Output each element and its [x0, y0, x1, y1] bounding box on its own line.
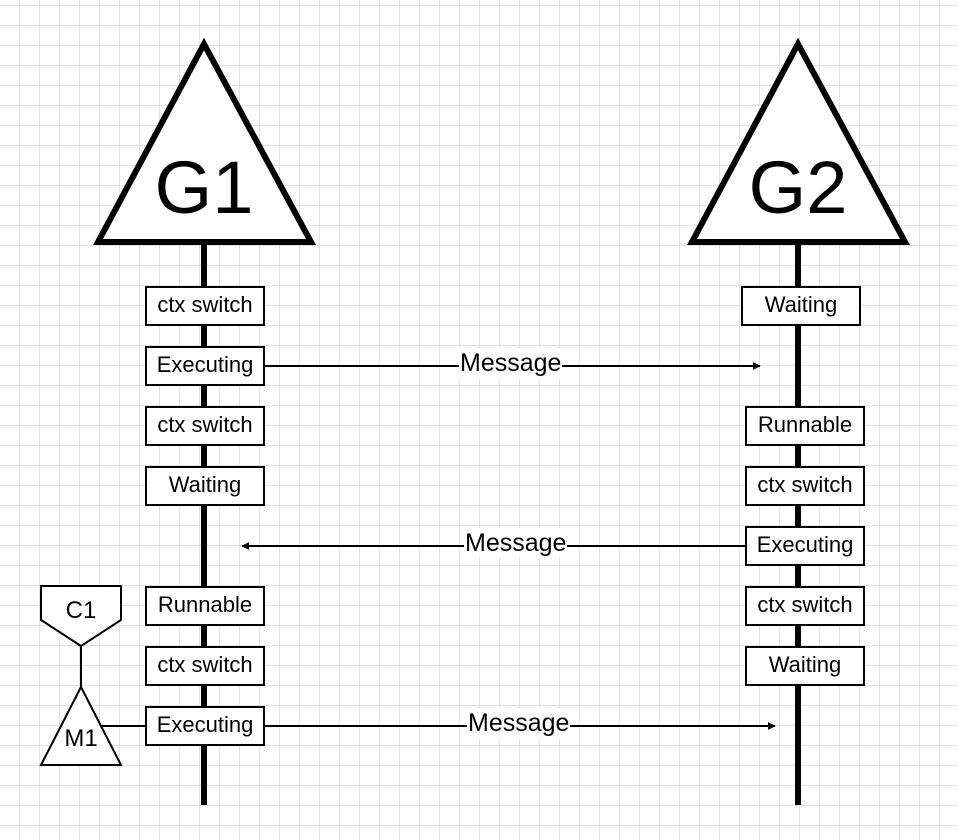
g1-state-box: Runnable: [145, 586, 265, 626]
m1-label: M1: [64, 725, 98, 752]
g1-state-box: ctx switch: [145, 286, 265, 326]
g2-lifeline: [795, 238, 801, 805]
g1-head-triangle: [92, 37, 317, 245]
g2-label: G2: [748, 146, 848, 229]
message-label: Message: [459, 348, 563, 378]
g1-state-box: Executing: [145, 706, 265, 746]
g2-state-box: ctx switch: [745, 466, 865, 506]
g2-head-triangle: [686, 37, 911, 245]
g2-state-box: Runnable: [745, 406, 865, 446]
g1-lifeline: [201, 238, 207, 805]
g2-state-box: Waiting: [745, 646, 865, 686]
g1-state-box: ctx switch: [145, 406, 265, 446]
g1-state-box: ctx switch: [145, 646, 265, 686]
c1-node-shape: [40, 585, 122, 648]
message-label: Message: [464, 528, 568, 558]
g1-state-box: Waiting: [145, 466, 265, 506]
g1-label: G1: [154, 146, 254, 229]
message-label: Message: [467, 708, 571, 738]
g2-state-box: ctx switch: [745, 586, 865, 626]
c1-label: C1: [65, 597, 97, 624]
g2-state-box: Waiting: [741, 286, 861, 326]
g2-state-box: Executing: [745, 526, 865, 566]
g1-state-box: Executing: [145, 346, 265, 386]
